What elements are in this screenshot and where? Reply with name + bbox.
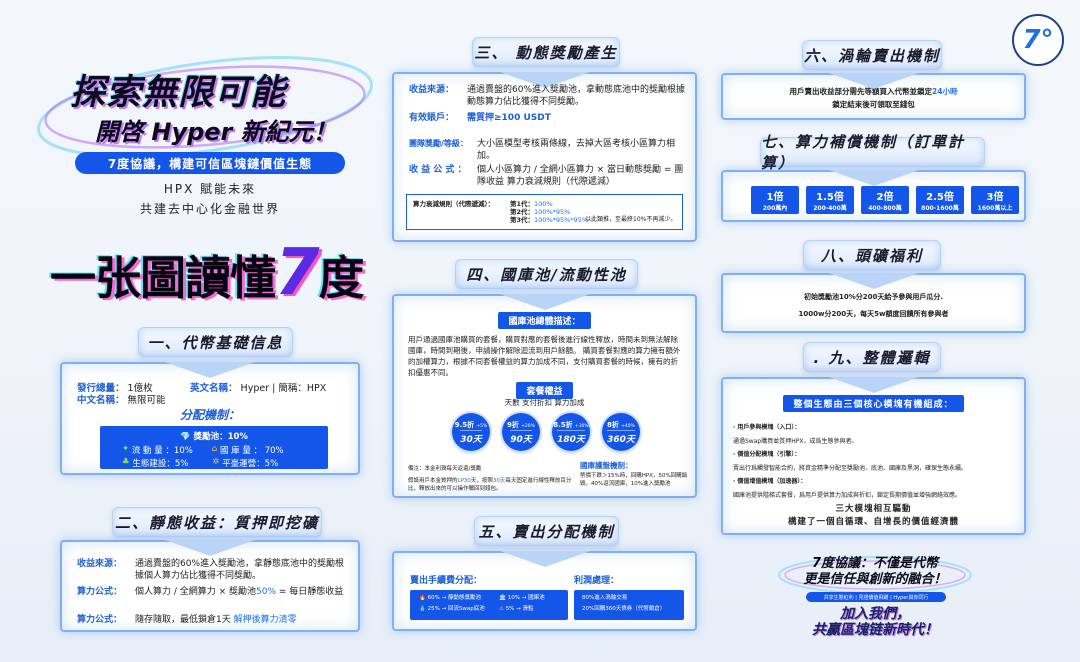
treasury-desc: 用戶通過國庫池購買的套餐，購買對應的套餐後進行線性釋放，時間未到無法解除國庫，時… bbox=[408, 335, 681, 377]
profit-box: 80%進入渦輪交易 20%回購360天債券（代幣鎖倉） bbox=[574, 590, 684, 620]
reward-pool: 💎 獎勵池：10% bbox=[180, 432, 248, 442]
chinese-name: 中文名稱： 無限可能 bbox=[77, 395, 166, 406]
section-2-card: 收益來源：通過賣盤的60%進入獎勵池，拿靜態底池中的獎勵根據個人算力佔比獲得不同… bbox=[60, 540, 360, 632]
module-1-desc: 通過Swap購買並質押HPX，成爲生態參與者。 bbox=[733, 437, 858, 445]
distribution-box: 💎 獎勵池：10% ✦ 流 動 量 ：10% ⌂ 國 庫 量 ： 70% ♣ 生… bbox=[100, 426, 328, 469]
footer-cta: 加入我們， 共贏區塊链新時代！ bbox=[812, 606, 938, 638]
hero-tagline-2: 共建去中心化金融世界 bbox=[139, 202, 280, 216]
section-8-card: 初始獎勵池10%分200天給予參與用戶瓜分. 1000w分200天，每天5w額度… bbox=[721, 273, 1026, 333]
package-30d: 9.5折 +5%30天 bbox=[452, 413, 490, 451]
module-2-desc: 賣出行爲觸發智能合約，將資金精準分配至獎勵池、底池、國庫及黑洞，確保生態永續。 bbox=[733, 464, 968, 472]
section-9-title: . 九、整體邏輯 bbox=[803, 342, 941, 372]
logic-head: 整個生態由三個核心模塊有機組成： bbox=[723, 392, 1024, 412]
bank-icon: 🏛 bbox=[499, 595, 506, 601]
section-6-title: 六、渦輪賣出機制 bbox=[802, 40, 942, 70]
liquidity: 流 動 量 ：10% bbox=[131, 446, 193, 456]
s2-row-lock: 算力公式：隨存隨取，最低鎖倉1天 解押後算力清零 bbox=[77, 615, 297, 625]
module-1-name: · 用戶參與模塊（入口）： bbox=[733, 424, 801, 431]
section-7-title: 七、算力補償機制（訂單計算） bbox=[760, 133, 985, 172]
package-circles: 9.5折 +5%30天 9折 +20%90天 8.5折 +30%180天 8折 … bbox=[452, 413, 640, 451]
s3-row-source: 收益來源：通過賣盤的60%進入獎勵池，拿動態底池中的獎勵根據動態算力佔比獲得不同… bbox=[409, 85, 686, 107]
module-3-name: · 價值增值模塊（加速器）： bbox=[733, 478, 807, 485]
package-title: 套餐權益 bbox=[394, 379, 695, 399]
warning-icon: ⚠ bbox=[499, 606, 504, 612]
section-4-card: 國庫池總體描述： 用戶通過國庫池購買的套餐，購買對應的套餐後進行線性釋放，時間未… bbox=[392, 294, 697, 498]
footer-bar: 共享生態紅利 | 見證價值飛躍 | Hyper與你同行 bbox=[806, 592, 946, 602]
section-3-card: 收益來源：通過賣盤的60%進入獎勵池，拿動態底池中的獎勵根據動態算力佔比獲得不同… bbox=[392, 72, 697, 242]
turbo-line-1: 用戶賣出收益部分需先等額買入代幣並鎖定24小時 bbox=[789, 87, 958, 96]
protect-text: 幣價下跌＞15%時，回購HPX，50%回購銷毀，40%返流國庫，10%進入獎勵池 bbox=[580, 473, 688, 487]
fire-icon: 🔥 bbox=[419, 595, 426, 601]
package-90d: 9折 +20%90天 bbox=[502, 413, 540, 451]
hero-banner: 7度協議，構建可信區塊鏈價值生態 bbox=[75, 152, 345, 174]
fee-title: 賣出手續費分配： bbox=[410, 576, 483, 586]
mining-line-1: 初始獎勵池10%分200天給予參與用戶瓜分. bbox=[803, 293, 944, 301]
hero-title: 探索無限可能 bbox=[70, 73, 287, 113]
section-9-card: 整個生態由三個核心模塊有機組成： · 用戶參與模塊（入口）： 通過Swap購買並… bbox=[721, 377, 1026, 535]
package-180d: 8.5折 +30%180天 bbox=[552, 413, 590, 451]
s2-row-formula: 算力公式：個人算力 / 全網算力 × 獎勵池50% = 每日靜態收益 bbox=[77, 587, 344, 597]
turbo-line-2: 鎖定結束後可領取至錢包 bbox=[832, 100, 915, 109]
hero-subtitle: 開啓 Hyper 新紀元！ bbox=[95, 118, 337, 146]
decay-rules-box: 算力衰減規則（代際遞減）： 第1代：100% 第2代：100%*95% 第3代：… bbox=[406, 194, 683, 230]
section-6-card: 用戶賣出收益部分需先等額買入代幣並鎖定24小時 鎖定結束後可領取至錢包 bbox=[721, 73, 1026, 120]
logo: 7° bbox=[1012, 14, 1064, 66]
distribution-title: 分配機制： bbox=[179, 408, 240, 422]
package-subtitle: 天數 支付折扣 算力加成 bbox=[504, 398, 585, 407]
s3-row-valid-account: 有效賬戶：需質押≥100 USDT bbox=[409, 113, 551, 123]
section-5-card: 賣出手續費分配： 🔥 60% → 靜動態獎勵池🏛 10% → 國庫池 💧 25%… bbox=[392, 551, 697, 631]
hero-swirl-decoration bbox=[37, 56, 373, 158]
section-4-title: 四、國庫池/流動性池 bbox=[455, 259, 638, 289]
package-note: 備注：本金利潤每天返還/獎勵 bbox=[408, 466, 482, 472]
big-title-suffix: 度 bbox=[318, 251, 365, 305]
profit-title: 利潤處理： bbox=[574, 576, 620, 586]
english-name: 英文名稱： Hyper | 簡稱：HPX bbox=[190, 383, 327, 394]
hero-tagline-1: HPX 賦能未來 bbox=[163, 182, 257, 196]
puzzle-icon: ✦ bbox=[122, 444, 130, 454]
protect-title: 國庫護盤機制： bbox=[580, 461, 633, 470]
treasury: 國 庫 量 ： 70% bbox=[219, 446, 284, 456]
platform-ops: 平臺運營：5% bbox=[222, 459, 279, 469]
s2-row-source: 收益來源：通過賣盤的60%進入獎勵池，拿靜態底池中的獎勵根據個人算力佔比獲得不同… bbox=[77, 559, 345, 581]
s3-row-formula: 收 益 公 式 ：個人小區算力 / 全網小區算力 × 當日動態獎勵 = 團隊收益… bbox=[409, 165, 684, 187]
s3-row-team: 團隊獎勵/等級：大小區模型考核兩條線，去掉大區考核小區算力相加。 bbox=[409, 139, 676, 161]
module-3-desc: 國庫池提供階梯式套餐，爲用戶提供算力加成與折扣，鎖定長期價值並增強網絡效應。 bbox=[733, 491, 962, 499]
logo-seven-icon: 7° bbox=[1022, 25, 1054, 55]
big-title: 一张圖讀懂7度 bbox=[50, 236, 365, 310]
package-360d: 8折 +40%360天 bbox=[602, 413, 640, 451]
mining-line-2: 1000w分200天，每天5w額度回饋所有參與者 bbox=[798, 310, 949, 318]
big-title-seven: 7 bbox=[275, 236, 320, 310]
droplet-icon: 💧 bbox=[419, 606, 426, 612]
big-title-text: 一张圖讀懂 bbox=[50, 251, 276, 305]
section-3-title: 三、 動態獎勵產生 bbox=[472, 37, 620, 67]
section-1-card: 發行總量： 1億枚 英文名稱： Hyper | 簡稱：HPX 中文名稱： 無限可… bbox=[60, 362, 360, 475]
section-2-title: 二、靜態收益：質押即挖礦 bbox=[112, 507, 322, 537]
treasury-desc-title: 國庫池總體描述： bbox=[394, 309, 695, 329]
section-1-title: 一、代幣基礎信息 bbox=[138, 327, 293, 357]
module-list: · 用戶參與模塊（入口）： 通過Swap購買並質押HPX，成爲生態參與者。 · … bbox=[733, 421, 1018, 502]
footer-slogan: 7度協議：不僅是代幣 更是信任與創新的融合！ bbox=[803, 556, 947, 587]
bank-icon: ⌂ bbox=[211, 444, 218, 454]
package-example: 假設用戶本金質押的LP30天，按照30天每天固定進行線性釋放百分比，釋放出來的可… bbox=[408, 478, 572, 492]
section-8-title: 八、頭礦福利 bbox=[803, 240, 941, 270]
section-5-title: 五、賣出分配機制 bbox=[474, 516, 619, 546]
total-supply: 發行總量： 1億枚 bbox=[77, 383, 153, 394]
fee-box: 🔥 60% → 靜動態獎勵池🏛 10% → 國庫池 💧 25% → 回流Swap… bbox=[410, 590, 568, 620]
gear-icon: ✲ bbox=[212, 457, 220, 467]
module-2-name: · 價值分配模塊（引擎）： bbox=[733, 451, 801, 458]
eco-building: 生態建設：5% bbox=[132, 459, 189, 469]
sprout-icon: ♣ bbox=[122, 457, 130, 467]
logic-summary: 三大模塊相互驅動 構建了一個自循環、自增長的價值經濟體 bbox=[787, 504, 959, 527]
